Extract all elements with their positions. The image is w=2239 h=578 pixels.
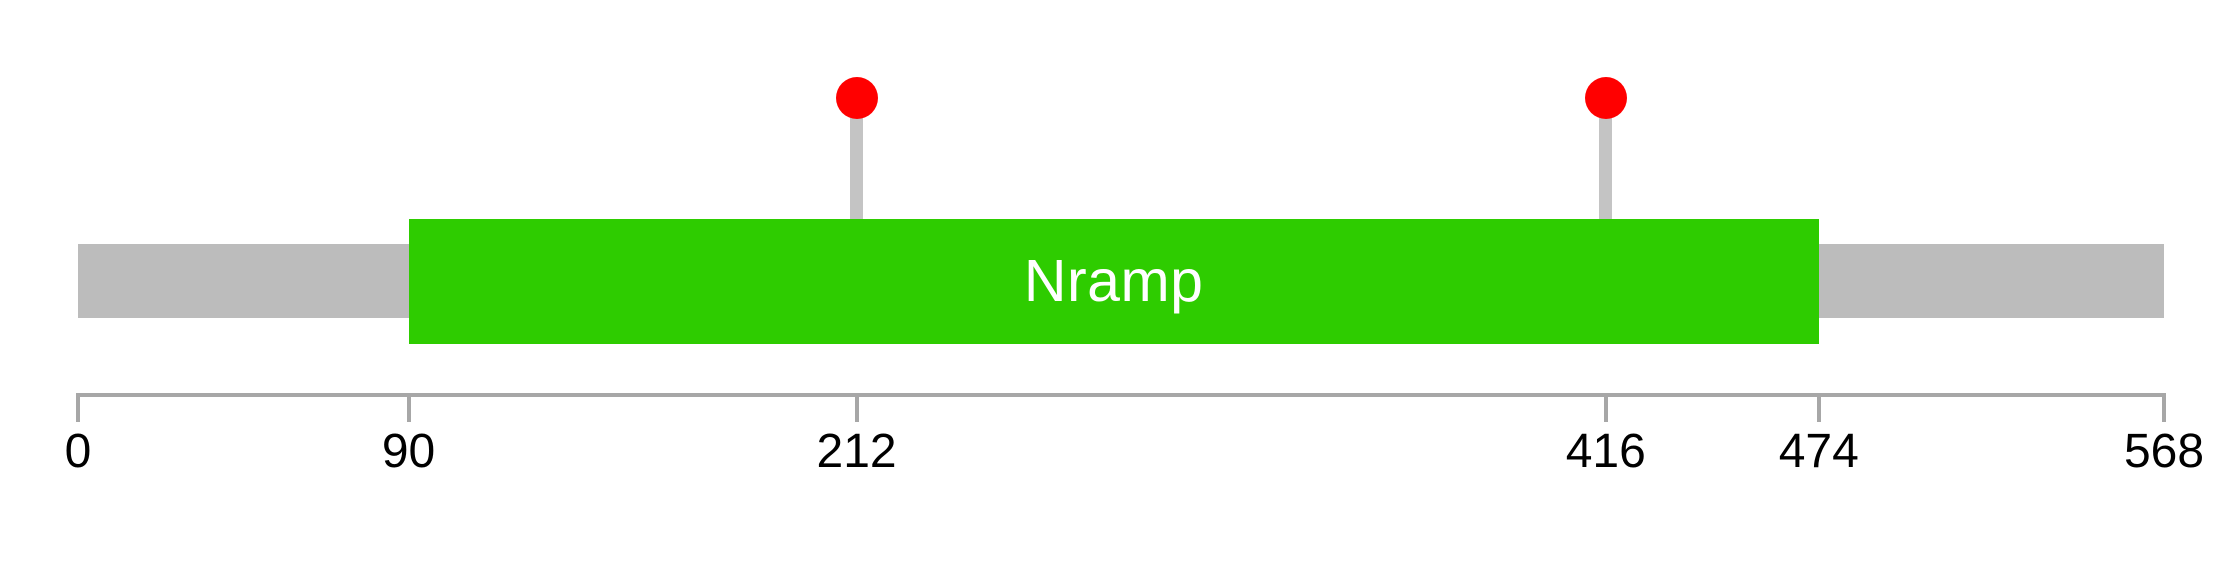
x-axis-tick-label: 568: [2123, 425, 2205, 478]
x-axis-tick: [76, 393, 80, 422]
x-axis-line: [78, 393, 2164, 397]
mutation-stem: [850, 98, 864, 220]
x-axis-tick: [406, 393, 411, 422]
x-axis-tick: [2162, 393, 2166, 422]
x-axis-tick-label: 90: [381, 425, 436, 478]
x-axis-tick-label: 416: [1565, 425, 1646, 478]
x-axis-tick-label: 474: [1778, 425, 1859, 478]
domain-box: Nramp: [408, 219, 1819, 344]
domain-label: Nramp: [1023, 248, 1204, 315]
x-axis-tick-label: 212: [816, 425, 897, 478]
x-axis-tick: [1816, 393, 1821, 422]
x-axis-tick: [854, 393, 859, 422]
x-axis-tick: [1603, 393, 1608, 422]
mutation-lollipop-head: [1584, 77, 1627, 119]
mutation-lollipop-head: [835, 77, 878, 119]
x-axis-tick-label: 0: [64, 425, 92, 478]
mutation-stem: [1599, 98, 1613, 220]
